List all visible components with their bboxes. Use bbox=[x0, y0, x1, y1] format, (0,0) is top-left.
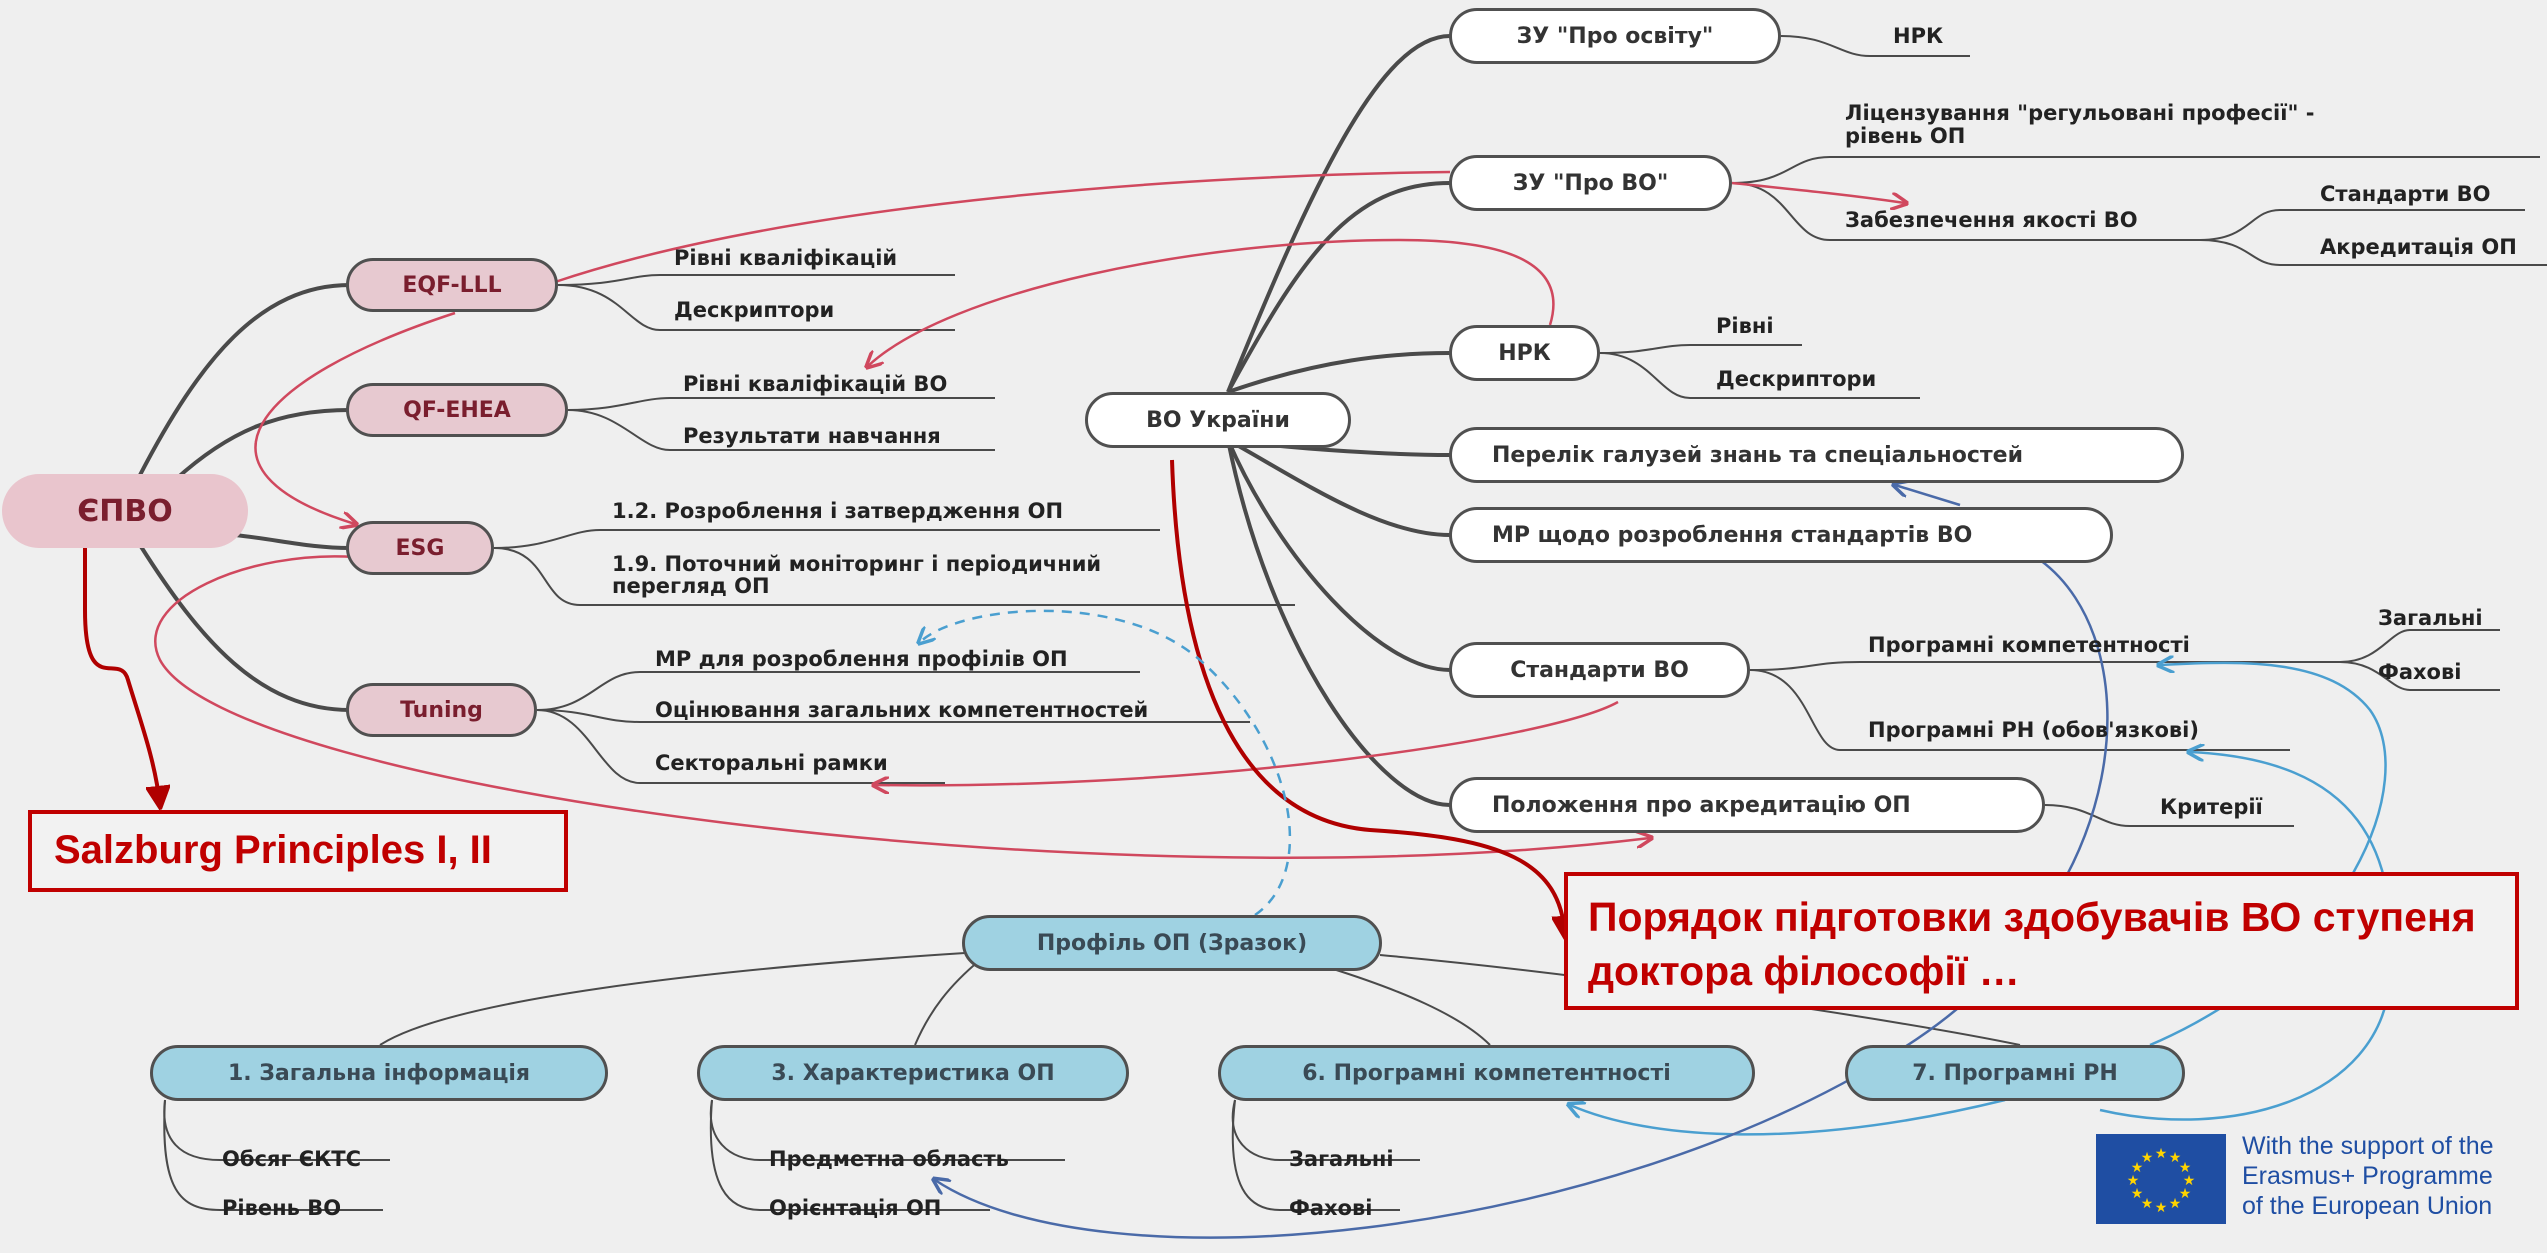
profile-leaf-specific: Фахові bbox=[1289, 1196, 1373, 1220]
svg-text:★: ★ bbox=[2169, 1150, 2182, 1166]
red-cross-links bbox=[154, 170, 1905, 859]
eu-support-line3: of the European Union bbox=[2242, 1192, 2493, 1220]
svg-text:★: ★ bbox=[2131, 1186, 2144, 1202]
center-branches bbox=[1226, 34, 1451, 807]
eqf-leaf-descriptors: Дескриптори bbox=[674, 298, 835, 322]
profile-section-outcomes[interactable]: 7. Програмні РН bbox=[1845, 1045, 2185, 1101]
tuning-leaf-generic: Оцінювання загальних компетентностей bbox=[655, 698, 1149, 722]
dashed-link bbox=[920, 609, 1292, 917]
root-branches bbox=[138, 283, 351, 712]
esg-leaf-1-2: 1.2. Розроблення і затвердження ОП bbox=[612, 499, 1064, 523]
zu-osvita-leaf-nrk: НРК bbox=[1893, 24, 1944, 48]
root-node[interactable]: ЄПВО bbox=[2, 474, 248, 548]
esg-leaf-1-9-line2: перегляд ОП bbox=[612, 574, 770, 598]
profile-tree-lines bbox=[163, 952, 2021, 1211]
eu-stars-icon: ★★★ ★★★ ★★★ ★★★ bbox=[2127, 1146, 2196, 1216]
esg-leaf-1-9-line1: 1.9. Поточний моніторинг і періодичний bbox=[612, 552, 1102, 576]
svg-text:★: ★ bbox=[2179, 1186, 2192, 1202]
profile-section-competences[interactable]: 6. Програмні компетентності bbox=[1218, 1045, 1755, 1101]
eu-flag-icon: ★★★ ★★★ ★★★ ★★★ bbox=[2096, 1134, 2226, 1224]
svg-text:★: ★ bbox=[2131, 1160, 2144, 1176]
profile-node[interactable]: Профіль ОП (Зразок) bbox=[962, 915, 1382, 971]
phd-procedure-line2: доктора філософії … bbox=[1588, 948, 2020, 994]
std-leaf-competences: Програмні компетентності bbox=[1868, 633, 2190, 657]
mr-standards-node[interactable]: МР щодо розроблення стандартів ВО bbox=[1449, 507, 2113, 563]
navy-link bbox=[935, 558, 2109, 1239]
qf-leaf-levels: Рівні кваліфікацій ВО bbox=[683, 372, 948, 396]
quality-assurance-leaf: Забезпечення якості ВО bbox=[1845, 208, 2138, 232]
ukraine-leaf-lines bbox=[1599, 35, 2547, 827]
zu-osvita-node[interactable]: ЗУ "Про освіту" bbox=[1449, 8, 1781, 64]
svg-text:★: ★ bbox=[2141, 1196, 2154, 1212]
profile-leaf-subject-area: Предметна область bbox=[769, 1147, 1009, 1171]
svg-text:★: ★ bbox=[2127, 1173, 2140, 1189]
profile-section-general[interactable]: 1. Загальна інформація bbox=[150, 1045, 608, 1101]
svg-text:★: ★ bbox=[2141, 1150, 2154, 1166]
profile-section-characteristics[interactable]: 3. Характеристика ОП bbox=[697, 1045, 1129, 1101]
std-leaf-outcomes: Програмні РН (обов'язкові) bbox=[1868, 718, 2199, 742]
tuning-leaf-profiles: МР для розроблення профілів ОП bbox=[655, 647, 1068, 671]
profile-leaf-general: Загальні bbox=[1289, 1147, 1394, 1171]
qa-leaf-accreditation: Акредитація ОП bbox=[2320, 235, 2517, 259]
nrk-leaf-descriptors: Дескриптори bbox=[1716, 367, 1877, 391]
standards-node[interactable]: Стандарти ВО bbox=[1449, 642, 1750, 698]
profile-leaf-orientation: Орієнтація ОП bbox=[769, 1196, 942, 1220]
phd-procedure-line1: Порядок підготовки здобувачів ВО ступеня bbox=[1588, 894, 2476, 940]
esg-node[interactable]: ESG bbox=[346, 521, 494, 575]
profile-leaf-level: Рівень ВО bbox=[222, 1196, 342, 1220]
accreditation-leaf-criteria: Критерії bbox=[2160, 795, 2263, 819]
zu-vo-node[interactable]: ЗУ "Про ВО" bbox=[1449, 155, 1732, 211]
phd-procedure-callout: Порядок підготовки здобувачів ВО ступеня… bbox=[1564, 872, 2519, 1010]
svg-text:★: ★ bbox=[2155, 1146, 2168, 1162]
framework-leaf-lines bbox=[493, 274, 1295, 784]
std-leaf-specific: Фахові bbox=[2378, 660, 2462, 684]
qf-ehea-node[interactable]: QF-EHEA bbox=[346, 383, 568, 437]
profile-leaf-ects: Обсяг ЄКТС bbox=[222, 1147, 362, 1171]
qa-leaf-standards: Стандарти ВО bbox=[2320, 182, 2491, 206]
salzburg-callout: Salzburg Principles I, II bbox=[28, 810, 568, 892]
svg-text:★: ★ bbox=[2183, 1173, 2196, 1189]
std-leaf-general: Загальні bbox=[2378, 606, 2483, 630]
accreditation-regulation-node[interactable]: Положення про акредитацію ОП bbox=[1449, 777, 2045, 833]
eu-support-line1: With the support of the bbox=[2242, 1132, 2494, 1160]
tuning-node[interactable]: Tuning bbox=[346, 683, 537, 737]
nrk-leaf-levels: Рівні bbox=[1716, 314, 1774, 338]
navy-link-perelik bbox=[1895, 485, 1961, 507]
tuning-leaf-sectoral: Секторальні рамки bbox=[655, 751, 888, 775]
center-node[interactable]: ВО України bbox=[1085, 392, 1351, 448]
eqf-lll-node[interactable]: EQF-LLL bbox=[346, 258, 558, 312]
callout-arrows bbox=[83, 459, 1565, 935]
qf-leaf-outcomes: Результати навчання bbox=[683, 424, 941, 448]
perelik-node[interactable]: Перелік галузей знань та спеціальностей bbox=[1449, 427, 2184, 483]
svg-text:★: ★ bbox=[2179, 1160, 2192, 1176]
eu-support-line2: Erasmus+ Programme bbox=[2242, 1162, 2493, 1190]
nrk-node[interactable]: НРК bbox=[1449, 325, 1600, 381]
licensing-leaf-line1: Ліцензування "регульовані професії" - bbox=[1845, 101, 2315, 125]
licensing-leaf-line2: рівень ОП bbox=[1845, 124, 1966, 148]
svg-text:★: ★ bbox=[2169, 1196, 2182, 1212]
svg-text:★: ★ bbox=[2155, 1200, 2168, 1216]
eqf-leaf-levels: Рівні кваліфікацій bbox=[674, 246, 898, 270]
